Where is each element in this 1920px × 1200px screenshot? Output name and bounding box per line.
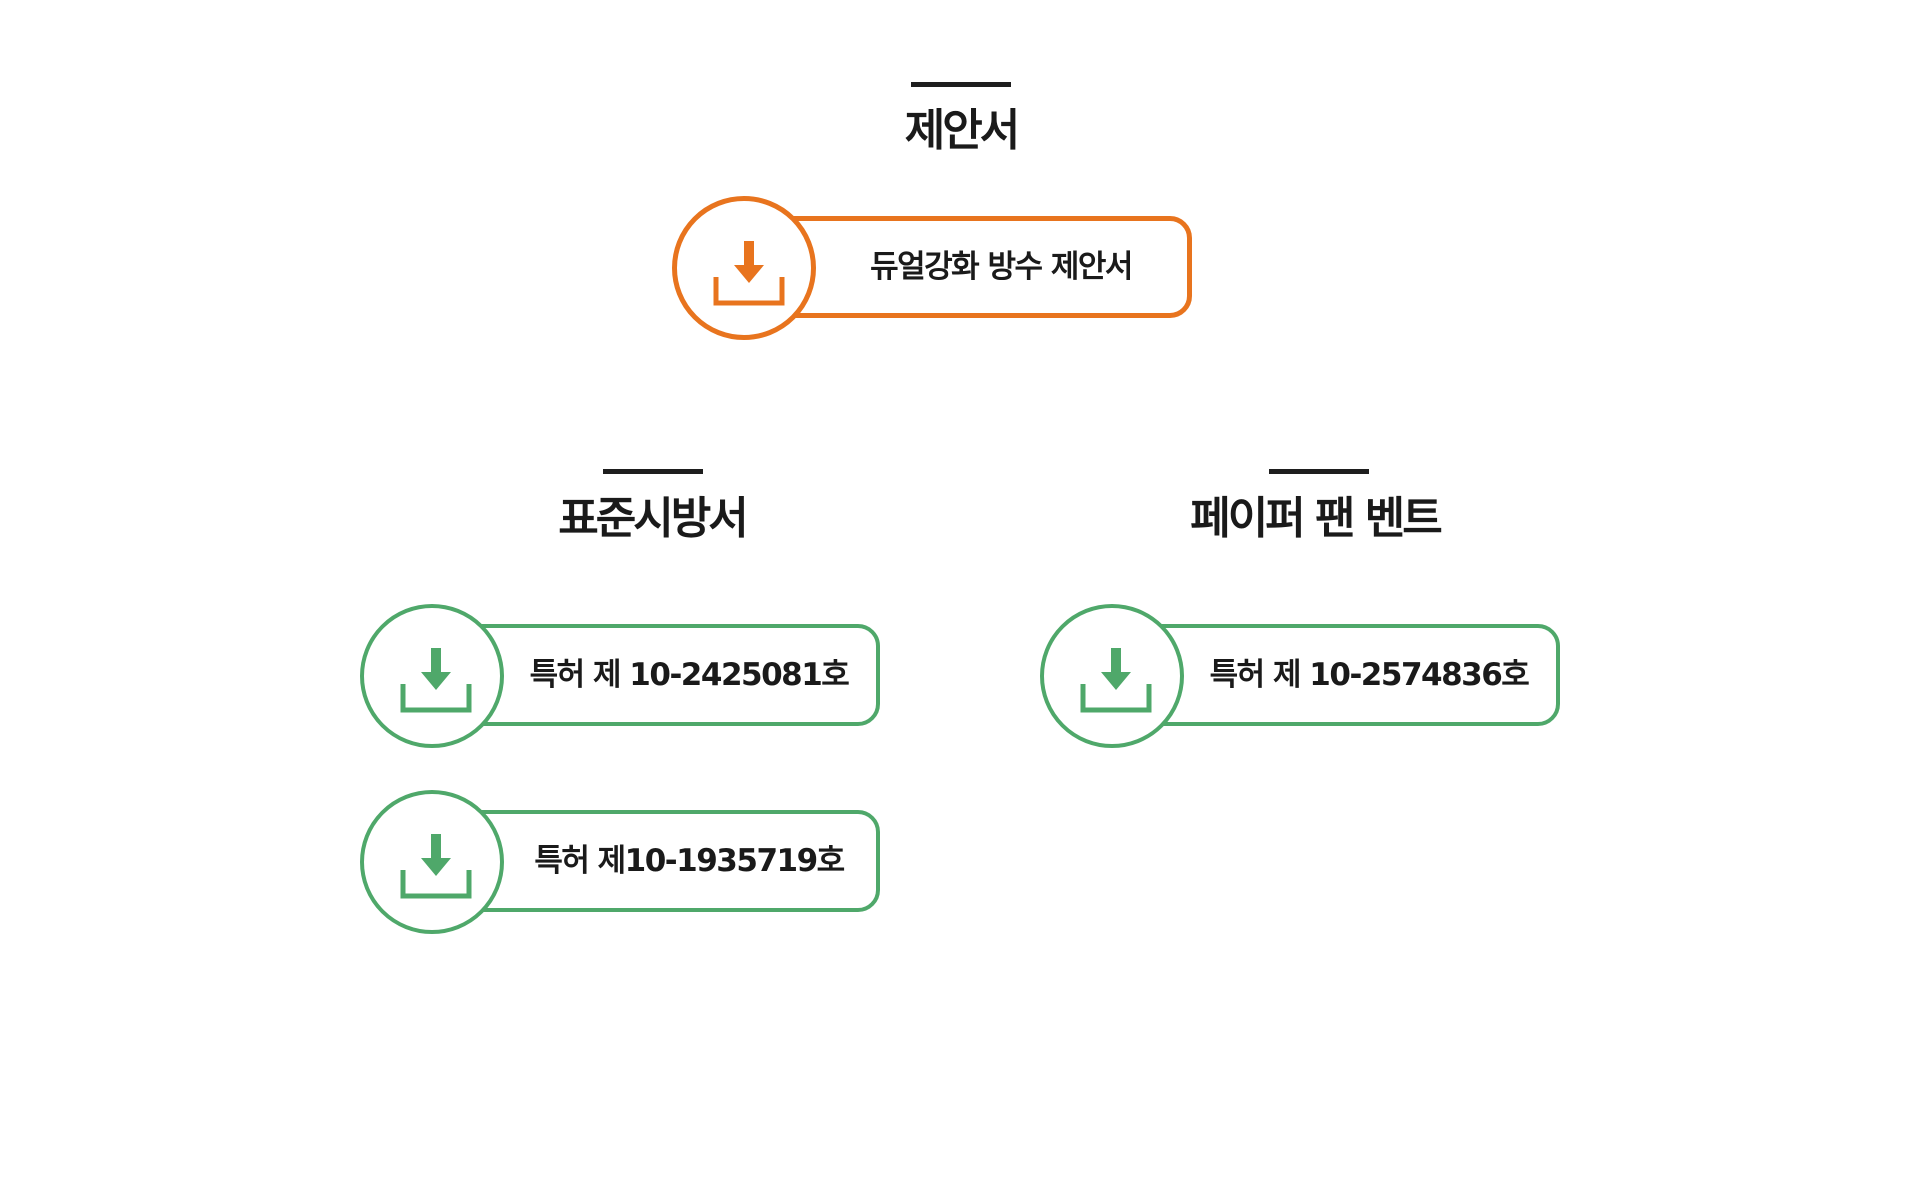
button-pill [430,810,880,912]
paper-fan-vent-heading-bar [1269,469,1369,474]
proposal-heading-bar [911,82,1011,87]
paper-fan-vent-section: 페이퍼 팬 벤트 특허 제 10-2574836호 [960,360,1920,1000]
standard-spec-section: 표준시방서 특허 제 10-2425081호 특허 제10-1935719호 [0,360,960,1000]
proposal-section: 제안서 듀얼강화 방수 제안서 [0,0,1920,360]
download-icon [400,648,472,713]
button-icon-circle [1040,604,1184,748]
download-icon [1080,648,1152,713]
proposal-download-button[interactable]: 듀얼강화 방수 제안서 [672,196,1200,344]
button-pill [430,624,880,726]
proposal-heading: 제안서 [904,105,1020,156]
standard-spec-heading-bar [603,469,703,474]
button-label: 듀얼강화 방수 제안서 [870,249,1133,285]
download-icon [713,241,785,306]
button-pill [742,216,1192,318]
standard-spec-download-button-2[interactable]: 특허 제10-1935719호 [360,790,888,938]
button-label: 특허 제 10-2574836호 [1209,657,1530,693]
standard-spec-heading: 표준시방서 [558,493,748,544]
paper-fan-vent-download-button[interactable]: 특허 제 10-2574836호 [1040,604,1568,752]
button-pill [1110,624,1560,726]
button-label: 특허 제 10-2425081호 [529,657,850,693]
button-icon-circle [672,196,816,340]
button-label: 특허 제10-1935719호 [534,843,845,879]
standard-spec-download-button-1[interactable]: 특허 제 10-2425081호 [360,604,888,752]
paper-fan-vent-heading: 페이퍼 팬 벤트 [1190,493,1443,544]
download-icon [400,834,472,899]
button-icon-circle [360,790,504,934]
button-icon-circle [360,604,504,748]
